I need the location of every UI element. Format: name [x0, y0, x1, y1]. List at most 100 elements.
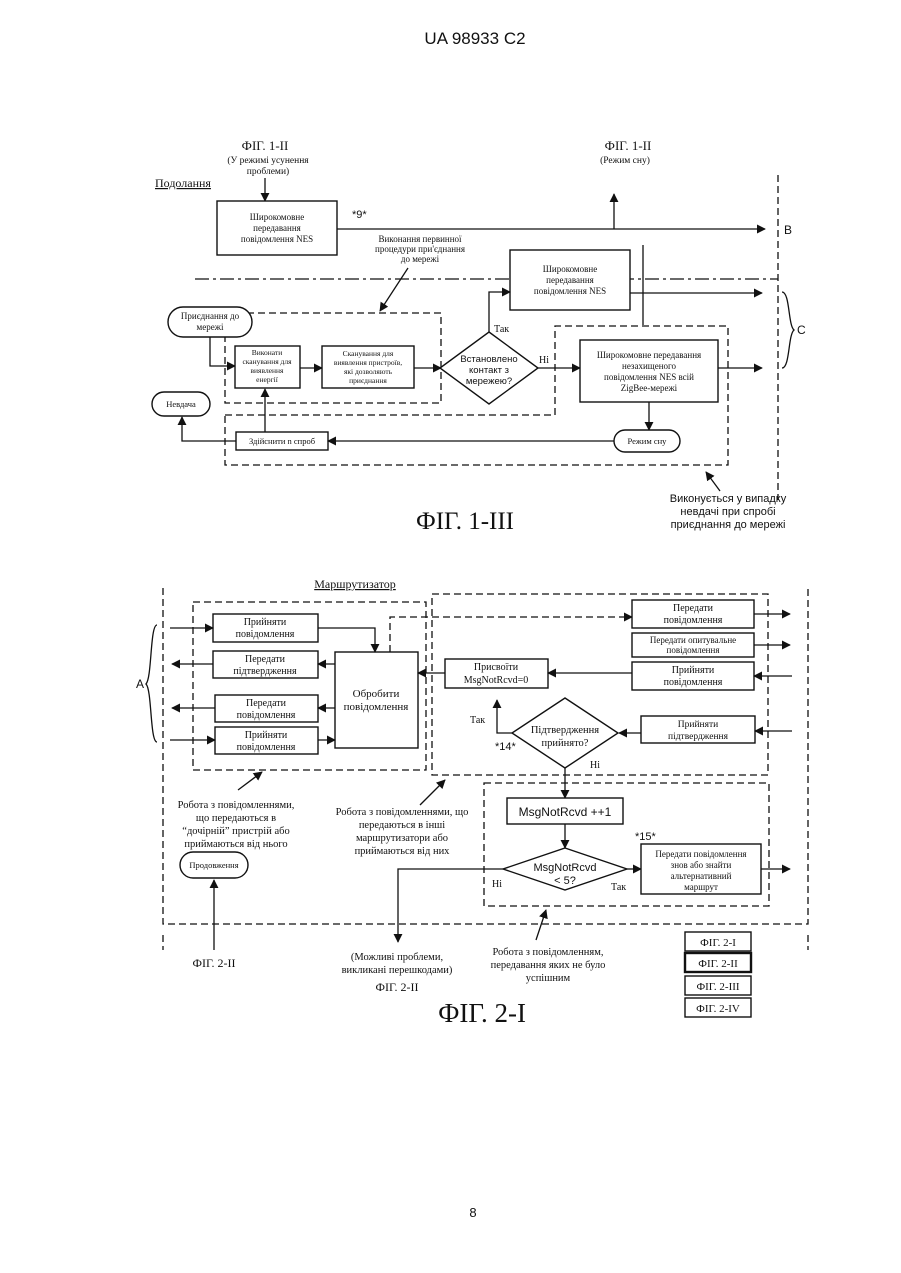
fig1-label-no: Ні: [539, 355, 549, 366]
fig2-label-no-2: Ні: [492, 879, 502, 890]
fig1-note-failure-2: невдачі при спробі: [680, 506, 775, 518]
fig1-marker-9: *9*: [352, 209, 367, 221]
fig2-note-failed-pointer: [536, 910, 546, 940]
fig1-ref-left-note-1: (У режимі усунення: [227, 155, 309, 166]
fig1-note-primary-pointer: [380, 268, 408, 311]
fig2-note-failed-2: передавання яких не було: [491, 960, 606, 971]
fig1-unsecured-2: незахищеного: [622, 361, 676, 371]
fig1-ref-left-note-2: проблеми): [247, 166, 289, 177]
fig2-decision-count-2: < 5?: [554, 875, 576, 887]
fig2-note-child-pointer: [238, 772, 262, 790]
fig1-arrow-to-failure: [182, 417, 236, 441]
figure-2-i: Маршрутизатор A Прийняти повідомлення Пе…: [136, 577, 808, 1028]
fig2-note-problems-2: викликані перешкодами): [342, 965, 453, 976]
fig1-unsecured-3: повідомлення NES всій: [604, 372, 694, 382]
fig1-arrow-join-scan: [210, 337, 235, 366]
fig2-arrow-no-problems: [398, 869, 503, 942]
fig1-failure-label: Невдача: [166, 399, 196, 409]
fig2-ref-left: ФІГ. 2-II: [192, 956, 235, 970]
fig2-process-line-2: повідомлення: [344, 701, 409, 713]
fig1-note-failure-1: Виконується у випадку: [670, 493, 787, 505]
fig2-left-box-3-line-1: Передати: [246, 698, 287, 709]
fig2-note-routers-4: приймаються від них: [355, 846, 451, 857]
fig2-note-routers-pointer: [420, 780, 445, 805]
fig1-note-primary-2: процедури при'єднання: [375, 244, 465, 254]
fig1-note-failure-pointer: [706, 472, 720, 491]
fig1-note-failure-3: приєднання до мережі: [671, 519, 786, 531]
fig1-broadcast-2-line-3: повідомлення NES: [534, 286, 606, 296]
fig2-assign-line-1: Присвоїти: [474, 662, 519, 673]
figure-1-iii: ФІГ. 1-II (У режимі усунення проблеми) Ф…: [152, 138, 806, 535]
fig2-router-label: Маршрутизатор: [314, 577, 396, 591]
fig1-decision-1: Встановлено: [460, 354, 517, 365]
fig1-unsecured-1: Широкомовне передавання: [597, 350, 701, 360]
fig1-attempts-label: Здійснити n спроб: [249, 436, 315, 446]
fig2-legend-4: ФІГ. 2-IV: [696, 1003, 740, 1015]
fig2-arrow-receive-process: [318, 628, 375, 652]
fig1-section-label: Подолання: [155, 176, 211, 190]
fig1-note-primary-3: до мережі: [401, 254, 440, 264]
fig2-note-failed-3: успішним: [526, 973, 571, 984]
fig1-sleep-mode-label: Режим сну: [628, 436, 668, 446]
fig1-scan-energy-3: виявлення: [251, 366, 285, 375]
fig2-right-box-4-line-1: Прийняти: [678, 719, 718, 730]
fig2-legend: ФІГ. 2-I ФІГ. 2-II ФІГ. 2-III ФІГ. 2-IV: [685, 932, 751, 1017]
fig1-ref-left: ФІГ. 1-II: [242, 138, 289, 153]
fig2-right-box-2-line-1: Передати опитувальне: [650, 635, 736, 645]
fig2-assign-line-2: MsgNotRcvd=0: [464, 675, 529, 686]
fig1-join-network-1: Приєднання до: [181, 311, 240, 321]
fig2-note-routers-1: Робота з повідомленнями, що: [336, 807, 469, 818]
fig2-note-child-2: що передаються в: [196, 813, 276, 824]
fig2-brace-a: [146, 625, 157, 742]
fig1-scan-energy-1: Виконати: [252, 348, 282, 357]
fig1-decision-2: контакт з: [469, 365, 509, 376]
fig2-retry-line-3: альтернативний: [671, 871, 732, 881]
fig1-label-b: B: [784, 223, 792, 237]
fig2-left-box-2-line-1: Передати: [245, 654, 286, 665]
fig2-decision-ack-1: Підтвердження: [531, 725, 599, 736]
fig2-note-child-1: Робота з повідомленнями,: [178, 800, 295, 811]
fig2-right-box-3-line-1: Прийняти: [672, 665, 715, 676]
fig2-legend-3: ФІГ. 2-III: [696, 981, 739, 993]
fig2-right-box-2-line-2: повідомлення: [667, 645, 720, 655]
fig2-note-failed-1: Робота з повідомленням,: [492, 947, 603, 958]
fig2-ref-mid: ФІГ. 2-II: [375, 980, 418, 994]
fig2-note-routers-2: передаються в інші: [359, 820, 445, 831]
fig2-left-box-2-line-2: підтвердження: [233, 666, 297, 677]
fig2-retry-line-4: маршрут: [684, 882, 718, 892]
fig1-unsecured-4: ZigBee-мережі: [621, 383, 678, 393]
fig1-broadcast-1-line-3: повідомлення NES: [241, 234, 313, 244]
fig2-continue-label: Продовження: [189, 860, 238, 870]
fig2-note-child-4: приймаються від нього: [184, 839, 287, 850]
fig2-label-a: A: [136, 677, 144, 691]
fig1-ref-right: ФІГ. 1-II: [605, 138, 652, 153]
patent-number: UA 98933 C2: [424, 29, 525, 48]
fig1-broadcast-2-line-1: Широкомовне: [543, 264, 597, 274]
fig2-label-yes: Так: [470, 715, 485, 726]
fig2-note-problems-1: (Можливі проблеми,: [351, 952, 443, 963]
fig2-increment-label: MsgNotRcvd ++1: [519, 805, 612, 819]
fig1-brace-c: [782, 292, 794, 368]
fig1-note-primary-1: Виконання первинної: [378, 234, 462, 244]
fig2-right-box-4-line-2: підтвердження: [668, 732, 729, 742]
fig2-decision-ack-2: прийнято?: [542, 738, 589, 749]
fig2-process-box: [335, 652, 418, 748]
fig1-scan-devices-1: Сканування для: [343, 349, 394, 358]
page-number: 8: [469, 1205, 476, 1220]
fig2-process-line-1: Обробити: [353, 688, 400, 700]
fig1-decision-3: мережею?: [466, 376, 512, 387]
fig2-right-box-1-line-2: повідомлення: [664, 615, 723, 626]
fig2-right-box-1-line-1: Передати: [673, 603, 714, 614]
fig2-decision-count-1: MsgNotRcvd: [534, 862, 597, 874]
fig2-legend-1: ФІГ. 2-I: [700, 937, 736, 949]
fig2-note-child-3: “дочірній” пристрій або: [182, 826, 289, 837]
fig2-note-routers-3: маршрутизатори або: [356, 833, 448, 844]
fig1-ref-right-note: (Режим сну): [600, 155, 650, 166]
fig2-label-no: Ні: [590, 760, 600, 771]
fig1-scan-energy-4: енергії: [256, 375, 279, 384]
fig1-label-c: C: [797, 323, 806, 337]
fig1-broadcast-1-line-2: передавання: [253, 223, 301, 233]
fig1-caption: ФІГ. 1-III: [416, 508, 514, 535]
fig1-broadcast-2-line-2: передавання: [546, 275, 594, 285]
